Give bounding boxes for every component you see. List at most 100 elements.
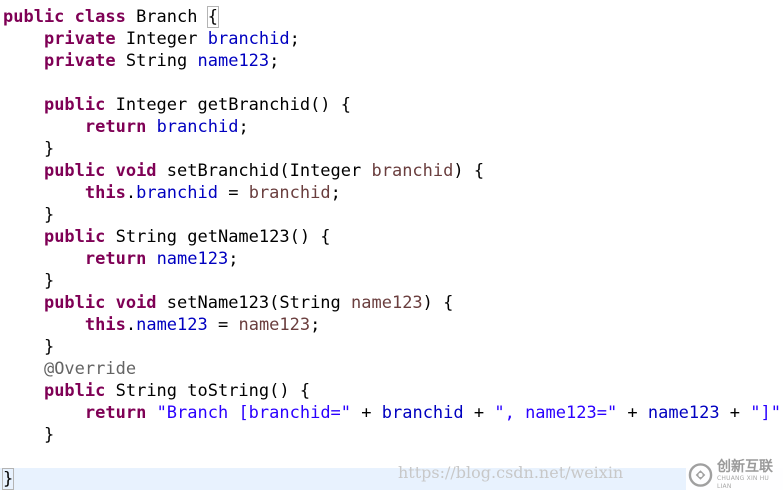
keyword-token: return — [84, 117, 147, 137]
method-signature-token: setBranchid(Integer — [156, 161, 372, 181]
punct-token: ; — [310, 315, 321, 335]
code-line-close-brace[interactable]: } — [3, 138, 54, 160]
indent — [3, 425, 44, 445]
indent — [3, 183, 85, 203]
punct-token: ; — [781, 403, 783, 423]
punct-token: ) { — [453, 161, 485, 181]
keyword-token: public void — [43, 293, 157, 313]
method-signature-token: Integer getBranchid() { — [105, 95, 352, 115]
brace-token: } — [43, 425, 55, 445]
operator-token: + — [719, 403, 751, 423]
operator-token: + — [351, 403, 382, 423]
indent — [3, 271, 44, 291]
field-token: name123 — [197, 51, 270, 71]
code-line-class-declaration[interactable]: public class Branch { — [3, 6, 219, 28]
keyword-token: public — [43, 95, 106, 115]
indent — [3, 337, 44, 357]
code-line-return-name123[interactable]: return name123; — [3, 248, 239, 270]
operator-token: = — [217, 183, 249, 203]
code-line-assign-name123[interactable]: this.name123 = name123; — [3, 314, 320, 336]
brand-name-cn: 创新互联 — [717, 459, 773, 475]
watermark-url: https://blog.csdn.net/weixin — [398, 463, 624, 482]
keyword-token: return — [84, 403, 147, 423]
indent — [3, 403, 85, 423]
code-line-tostring-signature[interactable]: public String toString() { — [3, 380, 310, 402]
code-line-class-close-current[interactable]: } — [0, 468, 783, 490]
code-line-close-brace[interactable]: } — [3, 204, 54, 226]
keyword-token: this — [84, 315, 126, 335]
brace-token: } — [43, 337, 55, 357]
indent — [3, 117, 85, 137]
code-line-assign-branchid[interactable]: this.branchid = branchid; — [3, 182, 341, 204]
field-token: branchid — [207, 29, 290, 49]
punct-token: . — [125, 315, 137, 335]
string-token: ", name123=" — [494, 403, 618, 423]
parameter-token: branchid — [371, 161, 454, 181]
code-line-setbranchid-signature[interactable]: public void setBranchid(Integer branchid… — [3, 160, 484, 182]
brace-token: } — [43, 139, 55, 159]
code-line-field-branchid[interactable]: private Integer branchid; — [3, 28, 300, 50]
indent — [3, 381, 44, 401]
annotation-token: @Override — [43, 359, 137, 379]
punct-token: . — [125, 183, 137, 203]
punct-token: ; — [238, 117, 249, 137]
code-line-setname123-signature[interactable]: public void setName123(String name123) { — [3, 292, 453, 314]
operator-token: + — [617, 403, 648, 423]
parameter-token: branchid — [248, 183, 331, 203]
punct-token: ; — [289, 29, 300, 49]
type-token: Integer — [115, 29, 208, 49]
operator-token: + — [463, 403, 495, 423]
brand-watermark: 创新互联 CHUANG XIN HU LIAN — [686, 458, 783, 492]
punct-token: ; — [269, 51, 280, 71]
brand-name-en: CHUANG XIN HU LIAN — [717, 475, 770, 490]
code-line-getbranchid-signature[interactable]: public Integer getBranchid() { — [3, 94, 351, 116]
indent — [3, 249, 85, 269]
keyword-token: public class — [3, 7, 126, 27]
brace-token: } — [43, 205, 55, 225]
parameter-token: name123 — [238, 315, 311, 335]
parameter-token: name123 — [351, 293, 423, 313]
brace-token: } — [43, 271, 55, 291]
space-token — [146, 117, 156, 137]
code-line-close-brace[interactable]: } — [3, 270, 54, 292]
code-line-field-name123[interactable]: private String name123; — [3, 50, 279, 72]
field-token: name123 — [156, 249, 229, 269]
space-token — [146, 249, 156, 269]
keyword-token: return — [84, 249, 147, 269]
method-signature-token: String getName123() { — [105, 227, 331, 247]
punct-token: ) { — [422, 293, 454, 313]
field-token: name123 — [136, 315, 208, 335]
indent — [3, 315, 85, 335]
brand-logo-icon — [688, 463, 713, 487]
punct-token: ; — [330, 183, 341, 203]
string-token: "Branch [branchid=" — [156, 403, 352, 423]
keyword-token: public — [43, 227, 106, 247]
type-token: String — [115, 51, 198, 71]
matching-brace: { — [206, 6, 219, 28]
operator-token: = — [207, 315, 239, 335]
matching-brace: } — [1, 468, 15, 490]
field-token: branchid — [136, 183, 218, 203]
code-line-getname123-signature[interactable]: public String getName123() { — [3, 226, 331, 248]
indent — [3, 293, 44, 313]
code-line-close-brace[interactable]: } — [3, 336, 54, 358]
indent — [3, 161, 44, 181]
indent — [3, 227, 44, 247]
field-token: name123 — [647, 403, 720, 423]
code-line-return-tostring[interactable]: return "Branch [branchid=" + branchid + … — [3, 402, 783, 424]
code-line-close-brace[interactable]: } — [3, 424, 54, 446]
indent — [3, 359, 44, 379]
method-signature-token: String toString() { — [105, 381, 311, 401]
keyword-token: private — [43, 51, 116, 71]
string-token: "]" — [750, 403, 781, 423]
field-token: branchid — [156, 117, 239, 137]
field-token: branchid — [381, 403, 464, 423]
code-line-return-branchid[interactable]: return branchid; — [3, 116, 249, 138]
indent — [3, 51, 44, 71]
indent — [3, 95, 44, 115]
indent — [3, 139, 44, 159]
brand-text: 创新互联 CHUANG XIN HU LIAN — [717, 459, 783, 491]
class-name-token: Branch — [125, 7, 208, 27]
code-line-override-annotation[interactable]: @Override — [3, 358, 136, 380]
